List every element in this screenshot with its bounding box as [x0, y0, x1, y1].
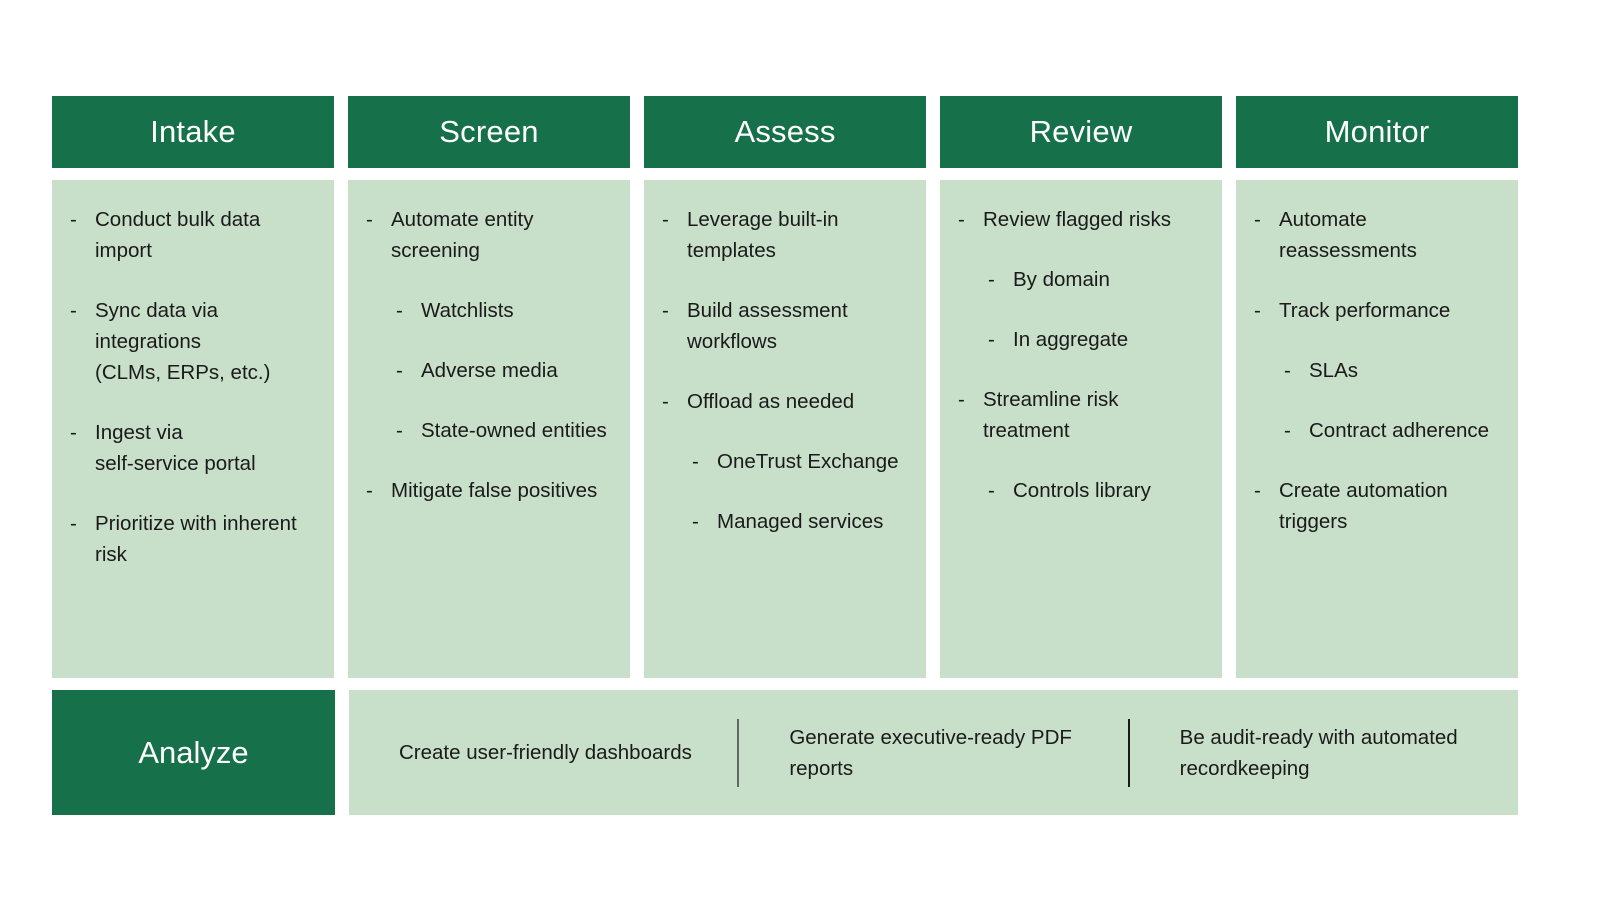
bullet-text: Ingest via self-service portal — [95, 421, 256, 475]
analyze-divider — [1127, 718, 1130, 787]
bullet-dash-icon: - — [988, 328, 995, 351]
analyze-items: Create user-friendly dashboards Generate … — [349, 690, 1518, 815]
bullet-dash-icon: - — [662, 208, 669, 231]
stage-body-intake: -Conduct bulk data import-Sync data via … — [52, 180, 334, 678]
bullet-dash-icon: - — [70, 421, 77, 444]
stage-column-screen: Screen-Automate entity screening-Watchli… — [348, 96, 630, 678]
sub-bullet-item: -Adverse media — [396, 355, 616, 386]
bullet-item: -Streamline risk treatment — [958, 384, 1208, 446]
stage-column-assess: Assess-Leverage built-in templates-Build… — [644, 96, 926, 678]
bullet-dash-icon: - — [70, 299, 77, 322]
analyze-item: Be audit-ready with automated recordkeep… — [1179, 725, 1458, 780]
bullet-dash-icon: - — [662, 299, 669, 322]
bullet-item: -Mitigate false positives — [366, 475, 616, 506]
bullet-dash-icon: - — [396, 299, 403, 322]
sub-bullet-item: -OneTrust Exchange — [692, 446, 912, 477]
stage-column-review: Review-Review flagged risks-By domain-In… — [940, 96, 1222, 678]
bullet-item: -Leverage built-in templates — [662, 204, 912, 266]
bullet-item: -Prioritize with inherent risk — [70, 508, 320, 570]
bullet-dash-icon: - — [692, 510, 699, 533]
bullet-dash-icon: - — [1284, 419, 1291, 442]
bullet-text: Controls library — [1013, 479, 1151, 502]
stage-header-screen: Screen — [348, 96, 630, 168]
bullet-dash-icon: - — [958, 208, 965, 231]
bullet-text: By domain — [1013, 268, 1110, 291]
sub-bullet-item: -State-owned entities — [396, 415, 616, 446]
stage-body-review: -Review flagged risks-By domain-In aggre… — [940, 180, 1222, 678]
bullet-text: Streamline risk treatment — [983, 388, 1119, 442]
bullet-text: Track performance — [1279, 299, 1451, 322]
bullet-item: -Track performance — [1254, 295, 1504, 326]
sub-bullet-item: -In aggregate — [988, 324, 1208, 355]
stage-column-monitor: Monitor-Automate reassessments-Track per… — [1236, 96, 1518, 678]
bullet-item: -Review flagged risks — [958, 204, 1208, 235]
sub-bullet-item: -SLAs — [1284, 355, 1504, 386]
sub-bullet-item: -Watchlists — [396, 295, 616, 326]
bullet-text: Build assessment workflows — [687, 299, 848, 353]
bullet-dash-icon: - — [1284, 359, 1291, 382]
stage-column-intake: Intake-Conduct bulk data import-Sync dat… — [52, 96, 334, 678]
bullet-dash-icon: - — [366, 208, 373, 231]
bullet-dash-icon: - — [1254, 299, 1261, 322]
stage-body-monitor: -Automate reassessments-Track performanc… — [1236, 180, 1518, 678]
bullet-dash-icon: - — [1254, 479, 1261, 502]
bullet-dash-icon: - — [70, 512, 77, 535]
sub-bullet-item: -Managed services — [692, 506, 912, 537]
bullet-dash-icon: - — [988, 268, 995, 291]
sub-bullet-item: -Contract adherence — [1284, 415, 1504, 446]
bullet-text: SLAs — [1309, 359, 1358, 382]
bullet-item: -Build assessment workflows — [662, 295, 912, 357]
stage-header-assess: Assess — [644, 96, 926, 168]
bullet-text: Mitigate false positives — [391, 479, 598, 502]
bullet-dash-icon: - — [70, 208, 77, 231]
bullet-dash-icon: - — [958, 388, 965, 411]
bullet-text: Automate entity screening — [391, 208, 534, 262]
bullet-text: Offload as needed — [687, 390, 855, 413]
bullet-text: OneTrust Exchange — [717, 450, 899, 473]
stage-header-monitor: Monitor — [1236, 96, 1518, 168]
bullet-dash-icon: - — [662, 390, 669, 413]
bullet-item: -Ingest via self-service portal — [70, 417, 320, 479]
bullet-dash-icon: - — [366, 479, 373, 502]
bullet-text: Contract adherence — [1309, 419, 1490, 442]
bullet-item: -Conduct bulk data import — [70, 204, 320, 266]
bullet-text: Review flagged risks — [983, 208, 1171, 231]
bullet-text: Adverse media — [421, 359, 558, 382]
analyze-item: Generate executive-ready PDF reports — [789, 725, 1072, 780]
bullet-item: -Create automation triggers — [1254, 475, 1504, 537]
bullet-item: -Sync data via integrations (CLMs, ERPs,… — [70, 295, 320, 388]
sub-bullet-item: -By domain — [988, 264, 1208, 295]
bullet-text: State-owned entities — [421, 419, 607, 442]
stage-body-screen: -Automate entity screening-Watchlists-Ad… — [348, 180, 630, 678]
analyze-divider — [737, 718, 740, 787]
analyze-item: Create user-friendly dashboards — [399, 741, 692, 764]
bullet-dash-icon: - — [692, 450, 699, 473]
bullet-item: -Automate reassessments — [1254, 204, 1504, 266]
bullet-dash-icon: - — [396, 419, 403, 442]
stage-columns: Intake-Conduct bulk data import-Sync dat… — [52, 96, 1518, 678]
analyze-band: Analyze Create user-friendly dashboards G… — [52, 690, 1518, 815]
bullet-item: -Automate entity screening — [366, 204, 616, 266]
bullet-dash-icon: - — [1254, 208, 1261, 231]
stage-header-intake: Intake — [52, 96, 334, 168]
bullet-text: Sync data via integrations (CLMs, ERPs, … — [95, 299, 271, 384]
bullet-text: In aggregate — [1013, 328, 1129, 351]
analyze-label: Analyze — [52, 690, 335, 815]
bullet-dash-icon: - — [988, 479, 995, 502]
sub-bullet-item: -Controls library — [988, 475, 1208, 506]
stage-header-review: Review — [940, 96, 1222, 168]
bullet-text: Automate reassessments — [1279, 208, 1417, 262]
bullet-text: Watchlists — [421, 299, 514, 322]
bullet-text: Prioritize with inherent risk — [95, 512, 297, 566]
bullet-dash-icon: - — [396, 359, 403, 382]
stage-body-assess: -Leverage built-in templates-Build asses… — [644, 180, 926, 678]
bullet-text: Managed services — [717, 510, 884, 533]
bullet-text: Create automation triggers — [1279, 479, 1448, 533]
bullet-text: Leverage built-in templates — [687, 208, 839, 262]
bullet-item: -Offload as needed — [662, 386, 912, 417]
bullet-text: Conduct bulk data import — [95, 208, 261, 262]
